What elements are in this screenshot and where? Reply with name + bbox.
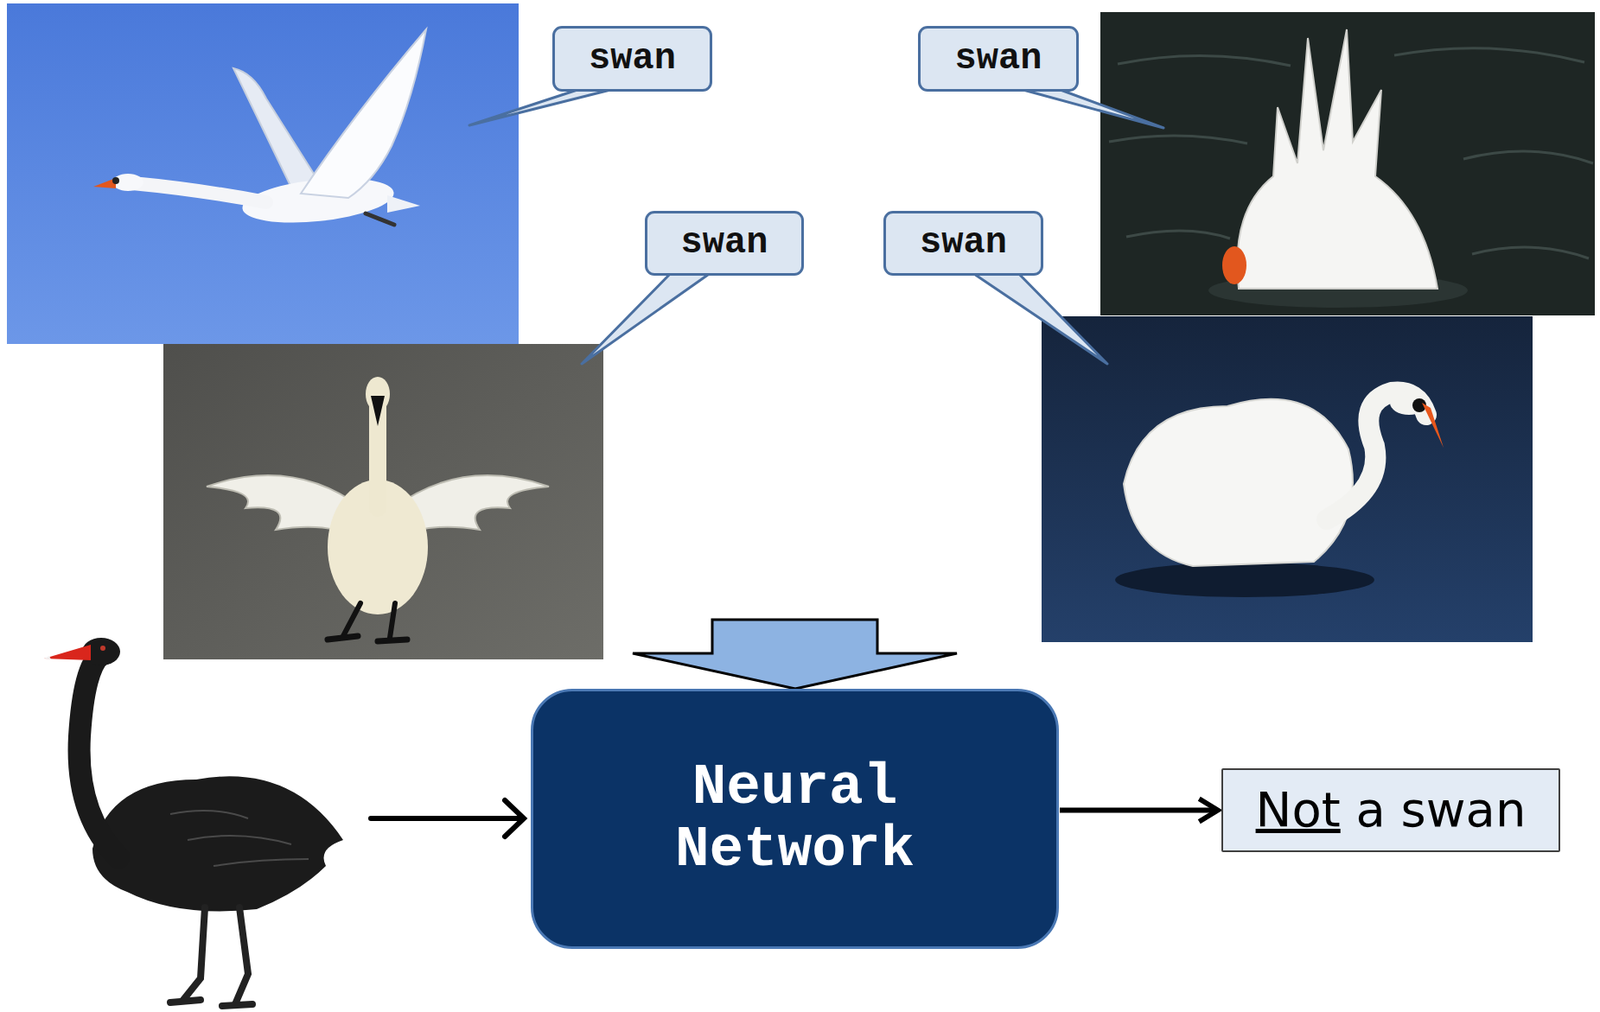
swan-photo-part xyxy=(132,183,267,203)
connector-arrow xyxy=(1059,808,1218,814)
black-swan-part xyxy=(79,654,119,858)
swan-photo-part xyxy=(112,177,120,185)
output-box: Not a swan xyxy=(1221,768,1561,853)
callout-bubble: swan xyxy=(917,25,1079,92)
input-arrow xyxy=(370,800,524,837)
swan-photo-part xyxy=(327,636,408,642)
black-swan-part-part xyxy=(170,810,249,819)
swan-photo-part xyxy=(1389,390,1428,415)
callout-bubble: swan xyxy=(552,25,713,92)
input-arrow-part xyxy=(504,800,524,837)
swan-photo-part xyxy=(1421,402,1444,448)
swan-photo-part xyxy=(369,395,387,517)
swan-photo xyxy=(6,3,519,345)
swan-photo xyxy=(1041,316,1533,643)
swan-photo-part xyxy=(1222,246,1247,285)
callout-tail-part xyxy=(581,270,714,364)
swan-photo-part-part xyxy=(1472,247,1589,259)
callout-label: swan xyxy=(919,223,1008,263)
swan-photo-part-part xyxy=(1126,230,1231,239)
label-part: Not xyxy=(1255,781,1341,838)
callout-label: swan xyxy=(588,38,676,79)
swan-photo-part xyxy=(1123,399,1353,567)
input-arrow-part xyxy=(370,815,523,822)
swan-photo-part xyxy=(1041,316,1533,643)
black-swan-part xyxy=(92,776,344,912)
swan-photo-part xyxy=(93,178,116,189)
swan-photo-part xyxy=(1100,12,1595,316)
process-box: Neural Network xyxy=(530,688,1059,950)
black-swan-part xyxy=(183,907,249,1005)
swan-photo-part xyxy=(1115,562,1375,598)
swan-photo xyxy=(1100,12,1595,316)
callout-tail-part xyxy=(968,270,1108,364)
swan-photo-part xyxy=(370,395,385,427)
swan-photo xyxy=(163,344,604,660)
black-swan-part xyxy=(44,656,51,660)
box-label: Neural Network xyxy=(675,757,915,881)
output-label: Not a swan xyxy=(1255,782,1527,838)
black-swan-part-part xyxy=(213,859,309,867)
swan-photo-part xyxy=(343,603,396,638)
swan-photo-part xyxy=(6,3,519,345)
training-arrow xyxy=(632,619,957,689)
swan-photo-part xyxy=(365,213,395,225)
black-swan-part-part xyxy=(187,835,292,845)
black-swan-part xyxy=(170,1000,253,1007)
callout-bubble: swan xyxy=(644,210,804,276)
callout-label: swan xyxy=(955,38,1043,79)
swan-photo-part xyxy=(163,344,604,660)
swan-photo-part-part xyxy=(1109,135,1248,144)
callout-bubble: swan xyxy=(883,210,1044,276)
swan-photo-part xyxy=(233,68,319,190)
swan-photo-part xyxy=(387,195,421,213)
callout-label: swan xyxy=(681,223,769,263)
callout-tail-part xyxy=(1010,86,1164,128)
swan-photo-part-part xyxy=(1117,55,1291,66)
swan-photo-part xyxy=(112,173,144,192)
callout-tail xyxy=(469,86,1164,364)
swan-photo-part-part xyxy=(1463,151,1594,164)
callout-tail-part xyxy=(469,86,625,126)
swan-photo-part-part xyxy=(1394,48,1585,63)
swan-photo-part xyxy=(300,29,427,198)
black-swan-part xyxy=(44,644,91,661)
black-swan xyxy=(44,637,344,1007)
label-part: a swan xyxy=(1340,781,1527,838)
swan-photo-part xyxy=(1236,29,1438,289)
black-swan-part xyxy=(170,810,309,867)
black-swan-part xyxy=(100,645,106,651)
